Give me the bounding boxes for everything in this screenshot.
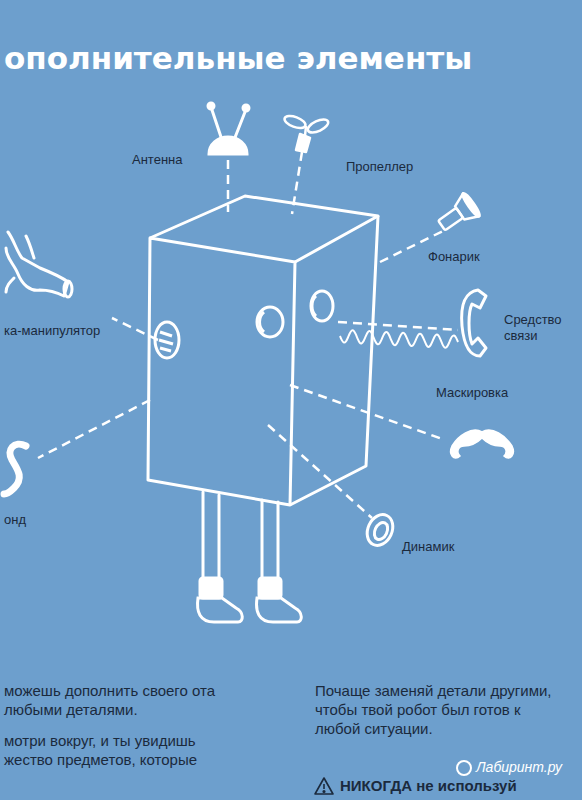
manipulator-hand-icon: [26, 236, 34, 258]
phone-icon: [462, 290, 486, 356]
propeller-icon: [283, 114, 330, 152]
robot-body: [150, 196, 378, 262]
leader-line: [38, 152, 458, 518]
warning-sign: [323, 784, 325, 789]
body-text: можешь дополнить своего ота любыми детал…: [4, 682, 229, 720]
propeller-icon: [296, 134, 310, 152]
robot-body: [160, 332, 172, 336]
robot-legs: [259, 578, 281, 598]
part-label: ка-манипулятор: [4, 323, 124, 339]
robot-body: [257, 307, 283, 337]
propeller-icon: [306, 117, 330, 135]
antenna-icon: [208, 103, 214, 109]
part-label: Пропеллер: [346, 159, 446, 175]
antenna-icon: [209, 137, 247, 154]
robot-legs: [198, 598, 243, 622]
flashlight-icon: [434, 192, 482, 237]
leader-line: [338, 322, 458, 330]
flashlight-icon: [461, 192, 482, 218]
part-label: онд: [4, 512, 64, 528]
leader-line: [112, 318, 158, 340]
antenna-icon: [208, 103, 249, 154]
warning-sign: [323, 791, 325, 793]
robot-body: [260, 312, 264, 332]
probe-icon: [4, 444, 26, 494]
robot-legs: [202, 492, 205, 578]
page-title: ополнительные элементы: [4, 40, 472, 76]
watermark-logo: [457, 761, 471, 775]
warning-sign: [315, 778, 333, 794]
antenna-icon: [234, 112, 245, 140]
antenna-icon: [212, 110, 222, 140]
speaker-icon: [372, 520, 390, 541]
robot-body: [159, 340, 173, 344]
manipulator-hand-icon: [6, 278, 14, 292]
manipulator-hand-icon: [6, 232, 68, 296]
part-label: Фонарик: [428, 249, 518, 265]
mustache-icon: [482, 430, 513, 458]
phone-cord: [340, 330, 458, 348]
robot-legs: [218, 495, 221, 578]
warning-sign: [315, 778, 333, 794]
speaker-icon: [362, 510, 397, 549]
speaker-icon: [362, 510, 397, 549]
robot-body: [312, 296, 316, 316]
robot-body: [160, 348, 171, 351]
part-label: Антенна: [132, 152, 222, 168]
probe-icon: [4, 444, 26, 494]
robot-legs: [200, 578, 222, 598]
warning-text: НИКОГДА не используй: [340, 777, 570, 796]
antenna-icon: [243, 105, 249, 111]
robot-legs: [257, 598, 302, 622]
body-text: Почаще заменяй детали другими, чтобы тво…: [315, 682, 565, 738]
part-label: Динамик: [402, 539, 492, 555]
phone-icon: [340, 290, 486, 356]
robot-body: [148, 196, 378, 505]
robot-legs: [198, 492, 302, 622]
robot-body: [311, 291, 333, 321]
manipulator-hand-icon: [64, 281, 72, 297]
robot-body: [148, 238, 295, 505]
watermark: Лабиринт.ру: [476, 759, 576, 777]
manipulator-hand-icon: [6, 232, 72, 297]
body-text: мотри вокруг, и ты увидишь жество предме…: [4, 732, 244, 770]
part-label: Маскировка: [436, 385, 546, 401]
propeller-icon: [283, 114, 307, 131]
robot-body: [155, 322, 179, 358]
watermark-logo: [457, 761, 471, 775]
leader-line: [38, 400, 150, 458]
phone-icon: [340, 330, 458, 348]
robot-body: [290, 216, 378, 505]
part-label: Средство связи: [504, 312, 576, 345]
mustache-icon: [451, 430, 482, 458]
robot-legs: [261, 500, 264, 578]
robot-legs: [277, 502, 280, 578]
mustache-icon: [451, 430, 514, 458]
